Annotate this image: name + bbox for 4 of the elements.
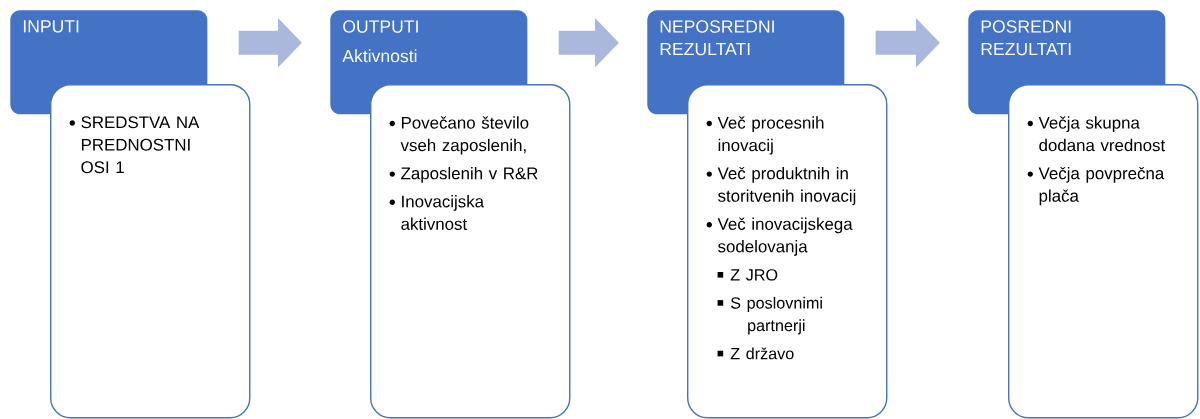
bullet-card: Večja skupna dodana vrednost Večja povprečna plača [1008,84,1199,419]
bullet-card: SREDSTVA NA PREDNOSTNI OSI 1 [50,84,251,419]
bullet-card: Več procesnih inovacij Več produktnih in storitvenih inovacij Več inovacijskega sodelovanja Z JRO S poslovnimi partnerji Z državo [687,84,888,419]
bullet-card: Povečano število vseh zaposlenih, Zaposlenih v R&R Inovacijska aktivnost [370,84,571,419]
